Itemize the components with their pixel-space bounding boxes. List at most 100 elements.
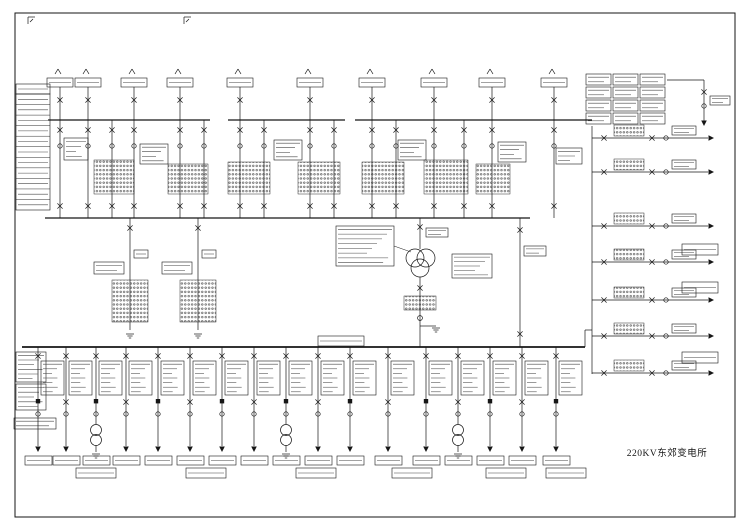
top-bay: [226, 68, 254, 218]
feeder-label: [112, 455, 141, 466]
right-feeder-row: [592, 169, 714, 175]
bottom-feeder-bay: [385, 347, 391, 452]
annotation-block: [492, 360, 517, 396]
annotation-block: [524, 360, 549, 396]
top-bay: [46, 68, 74, 218]
legend-table: [15, 93, 51, 211]
winding-cluster: [403, 295, 437, 311]
transformer-bay: [405, 218, 436, 347]
single-line-schematic: [13, 16, 731, 479]
right-feeder-row: [592, 135, 714, 141]
annotation-block: [671, 360, 697, 371]
bottom-feeder-bay: [251, 347, 257, 452]
annotation-block: [671, 213, 697, 224]
feeder-label: [52, 455, 81, 466]
bottom-feeder-bay: [553, 347, 559, 452]
pt-bay: [194, 333, 202, 339]
top-bay: [120, 68, 148, 218]
annotation-block: [273, 139, 303, 161]
top-bay: [478, 68, 506, 218]
winding-cluster: [475, 163, 511, 195]
right-feeder-row: [592, 333, 714, 339]
right-top-bay: [667, 79, 707, 126]
annotation-block: [63, 137, 89, 161]
winding-cluster: [111, 279, 149, 323]
annotation-block: [671, 323, 697, 334]
feeder-label: [24, 455, 53, 466]
annotation-block: [390, 360, 415, 396]
winding-cluster: [297, 161, 341, 195]
feeder-label: [208, 455, 237, 466]
feeder-label: [412, 455, 441, 466]
bottom-feeder-bay: [423, 347, 429, 452]
reserve-label: [681, 243, 719, 256]
bus-tie-bay: [517, 218, 523, 347]
top-bay: [296, 68, 324, 218]
annotation-block: [352, 360, 377, 396]
winding-cluster: [613, 286, 645, 299]
feeder-label: [176, 455, 205, 466]
winding-cluster: [227, 161, 271, 195]
right-feeder-row: [592, 223, 714, 229]
annotation-block: [98, 360, 123, 396]
drawing-title: 220KV东郊变电所: [627, 447, 707, 459]
feeder-label: [304, 455, 333, 466]
annotation-block: [671, 249, 697, 260]
legend-table: [15, 351, 47, 383]
annotation-block: [671, 125, 697, 136]
winding-cluster: [179, 279, 217, 323]
winding-cluster: [613, 158, 645, 171]
annotation-block: [161, 261, 193, 275]
winding-cluster: [361, 161, 405, 195]
winding-cluster: [423, 159, 469, 195]
annotation-block: [128, 360, 153, 396]
right-feeder-row: [592, 370, 714, 376]
annotation-block: [671, 159, 697, 170]
bottom-feeder-bay: [155, 347, 161, 452]
pt-bay: [126, 333, 134, 339]
drawing-frame: [14, 12, 736, 518]
annotation-block: [192, 360, 217, 396]
annotation-block: [160, 360, 185, 396]
feeder-label: [82, 455, 111, 466]
winding-cluster: [167, 163, 209, 195]
bottom-feeder-bay: [487, 347, 493, 452]
bottom-feeder-bay: [123, 347, 129, 452]
annotation-block: [68, 360, 93, 396]
section-link: [584, 329, 592, 347]
bottom-feeder-bay: [347, 347, 353, 452]
legend-table: [13, 417, 57, 430]
feeder-label: [272, 455, 301, 466]
circuit-label: [391, 467, 433, 479]
annotation-block: [523, 245, 547, 257]
winding-cluster: [613, 212, 645, 225]
annotation-block: [201, 249, 217, 259]
winding-cluster: [613, 248, 645, 261]
legend-table: [15, 383, 47, 411]
annotation-block: [425, 227, 449, 238]
circuit-label: [75, 467, 117, 479]
top-bay: [166, 68, 194, 218]
annotation-block: [256, 360, 281, 396]
circuit-label: [295, 467, 337, 479]
annotation-block: [93, 261, 125, 275]
annotation-block: [709, 95, 731, 106]
annotation-block: [555, 147, 583, 165]
bottom-feeder-bay: [90, 347, 102, 459]
bottom-feeder-bay: [63, 347, 69, 452]
annotation-block: [288, 360, 313, 396]
bottom-feeder-bay: [519, 347, 525, 452]
spec-table: [335, 225, 412, 267]
winding-cluster: [613, 359, 645, 372]
reserve-label: [681, 281, 719, 294]
circuit-label: [485, 467, 527, 479]
right-info-grid: [585, 73, 666, 125]
winding-cluster: [93, 159, 135, 195]
feeder-label: [336, 455, 365, 466]
annotation-block: [558, 360, 583, 396]
circuit-label: [545, 467, 587, 479]
right-feeder-row: [592, 297, 714, 303]
winding-cluster: [613, 124, 645, 137]
